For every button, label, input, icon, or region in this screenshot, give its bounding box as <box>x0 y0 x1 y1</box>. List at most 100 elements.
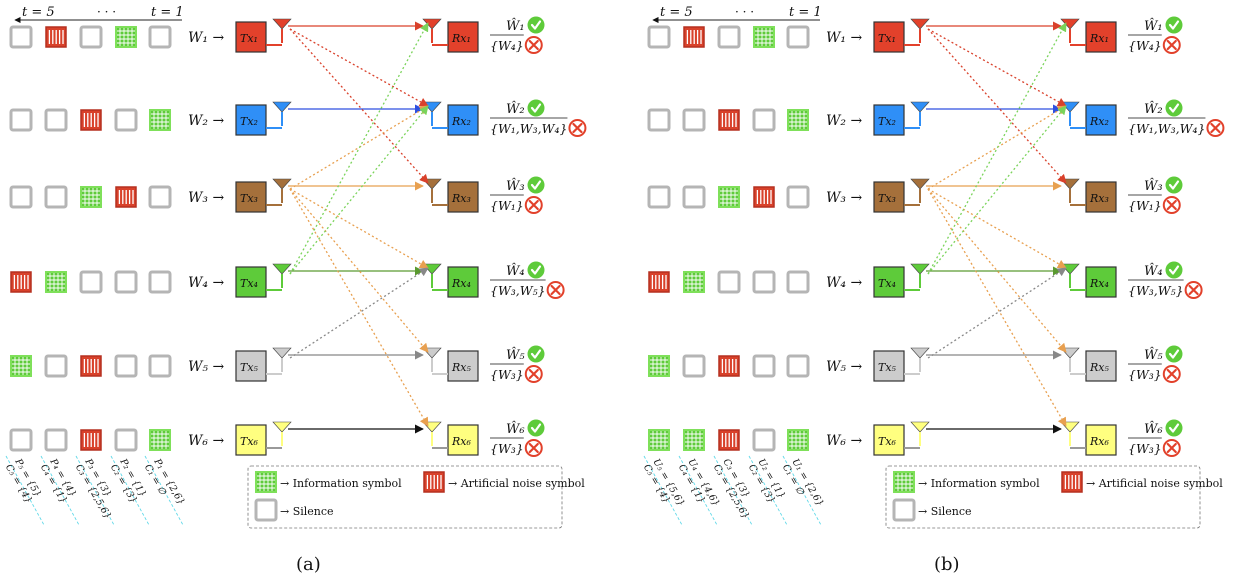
check-circle <box>527 16 545 34</box>
set-guide <box>110 455 150 526</box>
message-label: W₃ → <box>826 190 862 206</box>
rx-box <box>1085 21 1117 53</box>
set-guide <box>678 455 718 526</box>
slot-symbol <box>647 25 671 49</box>
decoded-message: Ŵ₆ <box>1144 421 1163 437</box>
tx-antenna <box>910 101 930 126</box>
check-icon <box>527 16 545 34</box>
legend-silence-symbol <box>892 498 916 522</box>
tx-box <box>873 266 905 298</box>
cross-mark <box>1166 442 1177 454</box>
cross-link <box>927 22 1067 275</box>
rx-label: Rx₃ <box>451 192 471 205</box>
tx-label: Tx₂ <box>878 115 896 128</box>
tx-box <box>235 424 267 456</box>
set-guide <box>144 455 184 526</box>
tx-box <box>873 350 905 382</box>
check-icon <box>1165 261 1183 279</box>
axis-dots: · · · <box>97 5 116 19</box>
slot-symbol <box>752 270 776 294</box>
cross-link <box>289 28 429 184</box>
set-guide <box>5 455 45 526</box>
decoded-message: Ŵ₃ <box>1144 178 1163 194</box>
info-symbol-fill <box>80 186 102 208</box>
antenna-triangle <box>910 347 930 359</box>
antenna-triangle <box>272 421 292 433</box>
check-mark <box>530 423 542 433</box>
slot-symbol <box>753 26 775 48</box>
decoded-message: Ŵ₆ <box>506 421 525 437</box>
cross-icon <box>1162 36 1181 54</box>
decoded-message: Ŵ₂ <box>506 101 525 117</box>
set-guide <box>748 455 788 526</box>
rx-label: Rx₂ <box>451 115 471 128</box>
rx-box <box>1085 181 1117 213</box>
legend: → Information symbol→ Artificial noise s… <box>885 465 1223 529</box>
axis-label-left: t = 5 <box>22 5 55 20</box>
slot-symbol <box>718 429 740 451</box>
check-icon <box>527 99 545 117</box>
slot-symbol <box>115 186 137 208</box>
check-icon <box>1165 419 1183 437</box>
info-symbol-fill <box>45 271 67 293</box>
check-circle <box>527 419 545 437</box>
slot-symbol <box>9 185 33 209</box>
slot-symbol <box>79 270 103 294</box>
leaked-messages: {W₃,W₅} <box>1128 283 1184 298</box>
leaked-messages: {W₄} <box>1128 38 1162 53</box>
check-circle <box>527 261 545 279</box>
axis-label-right: t = 1 <box>151 5 184 20</box>
tx-label: Tx₆ <box>878 435 897 448</box>
slot-symbol <box>648 271 670 293</box>
info-symbol-fill <box>753 26 775 48</box>
slot-symbol <box>648 429 670 451</box>
message-label: W₆ → <box>188 433 224 449</box>
slot-symbol <box>114 108 138 132</box>
rx-label: Rx₅ <box>1089 361 1109 374</box>
rx-label: Rx₄ <box>451 277 471 290</box>
slot-symbol <box>648 355 670 377</box>
slot-symbol <box>683 429 705 451</box>
check-icon <box>527 176 545 194</box>
rx-box <box>1085 424 1117 456</box>
set-label-group: P₅ = {5}C₅ = {4} <box>3 456 43 505</box>
decoded-message: Ŵ₁ <box>506 18 525 34</box>
slot-symbol <box>786 185 810 209</box>
slot-symbol <box>9 428 33 452</box>
leaked-messages: {W₁} <box>490 198 524 213</box>
cross-link <box>927 267 1067 359</box>
rx-label: Rx₁ <box>451 32 471 45</box>
check-icon <box>527 419 545 437</box>
slot-symbol <box>717 25 741 49</box>
cross-icon <box>524 196 543 214</box>
cross-link <box>289 105 429 275</box>
set-guide <box>782 455 822 526</box>
slot-symbol <box>148 185 172 209</box>
slot-symbol <box>44 354 68 378</box>
check-mark <box>1168 103 1180 113</box>
info-symbol-fill <box>10 355 32 377</box>
set-label-group: U₂ = {1}C₂ = {3} <box>746 457 787 505</box>
antenna-triangle <box>910 421 930 433</box>
slot-symbol <box>753 186 775 208</box>
message-label: W₆ → <box>826 433 862 449</box>
cross-mark <box>528 368 539 380</box>
antenna-triangle <box>910 263 930 275</box>
decoded-message: Ŵ₄ <box>1144 263 1163 279</box>
antenna-triangle <box>272 18 292 30</box>
slot-symbol <box>787 109 809 131</box>
slot-symbol <box>718 109 740 131</box>
legend-noise-symbol <box>1061 471 1083 493</box>
antenna-triangle <box>422 347 442 359</box>
slot-symbol <box>44 185 68 209</box>
cross-link <box>927 188 1067 427</box>
slot-symbol <box>114 428 138 452</box>
panel-caption: (a) <box>296 554 321 575</box>
slot-symbol <box>752 354 776 378</box>
message-label: W₄ → <box>188 275 224 291</box>
rx-label: Rx₂ <box>1089 115 1109 128</box>
info-symbol-fill <box>718 186 740 208</box>
set-guide <box>713 455 753 526</box>
decoded-message: Ŵ₂ <box>1144 101 1163 117</box>
check-icon <box>1165 345 1183 363</box>
